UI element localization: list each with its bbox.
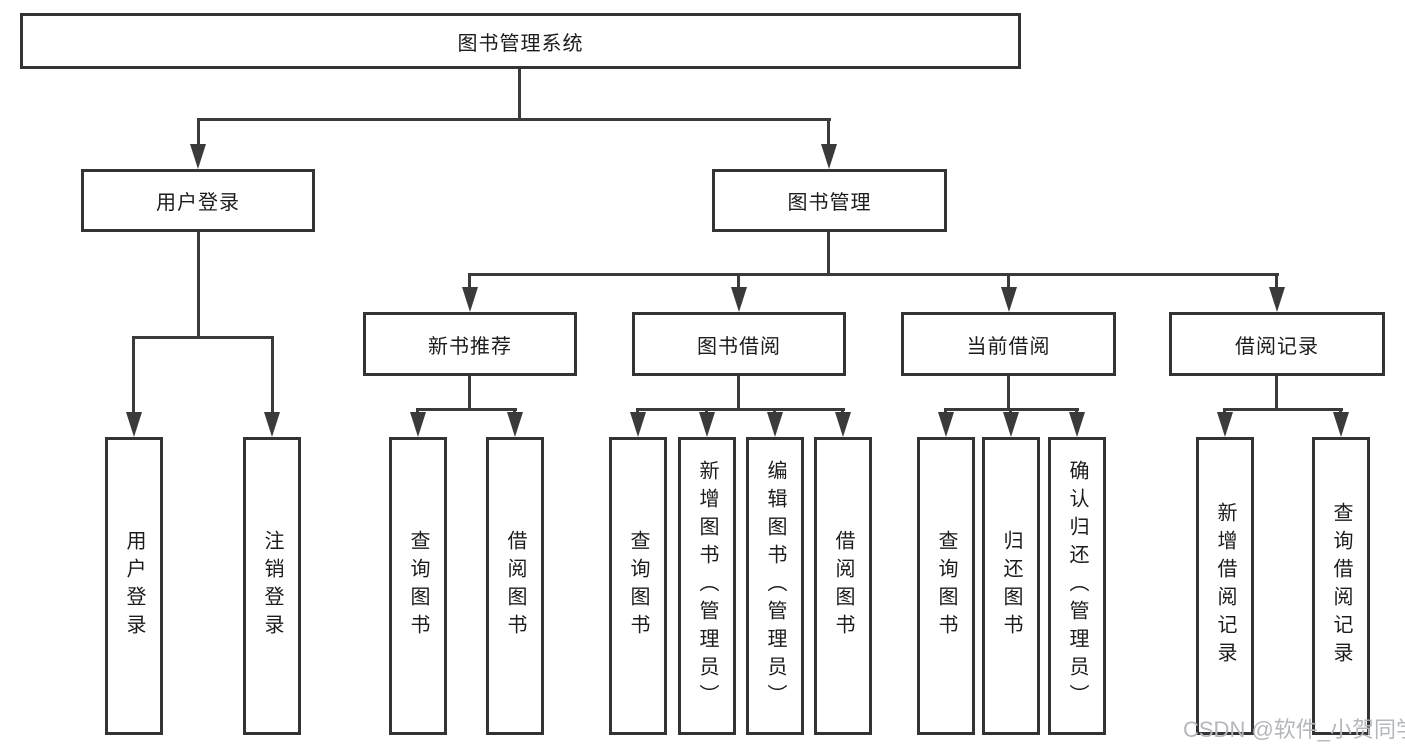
node-book-management-label: 图书管理: [787, 192, 872, 214]
leaf-logout-label: 注销登录: [261, 530, 283, 642]
connector-userlogin-stem: [197, 232, 200, 336]
node-root-label: 图书管理系统: [457, 32, 584, 55]
leaf-query-books-borrow: 查询图书: [609, 437, 667, 735]
down-arrowhead: [731, 287, 747, 312]
node-root: 图书管理系统: [20, 13, 1021, 69]
connector-borrow-rail: [636, 408, 845, 411]
leaf-borrow-books-newrec: 借阅图书: [486, 437, 544, 735]
connector-records-stem: [1275, 376, 1278, 411]
leaf-logout: 注销登录: [243, 437, 301, 735]
down-arrowhead: [190, 144, 206, 169]
down-arrowhead: [1333, 412, 1349, 437]
down-arrowhead: [938, 412, 954, 437]
leaf-borrow-books-newrec-label: 借阅图书: [504, 530, 526, 642]
leaf-return-book-label: 归还图书: [1000, 530, 1022, 642]
down-arrowhead: [462, 287, 478, 312]
node-borrow-records: 借阅记录: [1169, 312, 1385, 376]
connector-newrec-stem: [468, 376, 471, 411]
down-arrowhead: [410, 412, 426, 437]
connector-drop: [271, 336, 274, 413]
leaf-query-books-newrec-label: 查询图书: [407, 530, 429, 642]
leaf-query-borrow-record-label: 查询借阅记录: [1330, 502, 1352, 670]
connector-drop: [197, 118, 200, 146]
leaf-add-book-admin: 新增图书（管理员）: [678, 437, 736, 735]
node-new-book-recommend: 新书推荐: [363, 312, 577, 376]
connector-borrow-stem: [737, 376, 740, 411]
leaf-edit-book-admin: 编辑图书（管理员）: [746, 437, 804, 735]
node-current-borrow: 当前借阅: [901, 312, 1116, 376]
node-new-book-recommend-label: 新书推荐: [428, 335, 512, 358]
down-arrowhead: [264, 412, 280, 437]
node-current-borrow-label: 当前借阅: [966, 335, 1051, 358]
connector-bookmgmt-rail: [468, 273, 1279, 276]
csdn-watermark: CSDN @软件_小贺同学: [1183, 717, 1405, 742]
connector-bookmgmt-stem: [827, 232, 830, 276]
down-arrowhead: [821, 144, 837, 169]
down-arrowhead: [1001, 287, 1017, 312]
leaf-add-borrow-record: 新增借阅记录: [1196, 437, 1254, 735]
down-arrowhead: [507, 412, 523, 437]
down-arrowhead: [1003, 412, 1019, 437]
down-arrowhead: [1217, 412, 1233, 437]
down-arrowhead: [835, 412, 851, 437]
down-arrowhead: [126, 412, 142, 437]
connector-drop: [827, 118, 830, 146]
connector-userlogin-rail: [132, 336, 274, 339]
leaf-query-books-current-label: 查询图书: [935, 530, 957, 642]
leaf-confirm-return-admin: 确认归还（管理员）: [1048, 437, 1106, 735]
down-arrowhead: [767, 412, 783, 437]
leaf-return-book: 归还图书: [982, 437, 1040, 735]
down-arrowhead: [630, 412, 646, 437]
node-book-borrow-label: 图书借阅: [697, 335, 781, 358]
connector-records-rail: [1223, 408, 1343, 411]
connector-drop: [1275, 273, 1278, 290]
down-arrowhead: [1069, 412, 1085, 437]
connector-drop: [1007, 273, 1010, 290]
node-user-login-label: 用户登录: [156, 192, 240, 214]
down-arrowhead: [699, 412, 715, 437]
leaf-add-book-admin-label: 新增图书（管理员）: [696, 460, 718, 712]
leaf-add-borrow-record-label: 新增借阅记录: [1214, 502, 1236, 670]
connector-drop: [132, 336, 135, 413]
node-borrow-records-label: 借阅记录: [1235, 335, 1319, 358]
leaf-query-books-borrow-label: 查询图书: [627, 530, 649, 642]
connector-root-rail: [197, 118, 831, 121]
leaf-query-books-newrec: 查询图书: [389, 437, 447, 735]
leaf-borrow-books-borrow: 借阅图书: [814, 437, 872, 735]
connector-drop: [468, 273, 471, 290]
connector-current-stem: [1007, 376, 1010, 411]
leaf-confirm-return-admin-label: 确认归还（管理员）: [1066, 460, 1088, 712]
connector-drop: [737, 273, 740, 290]
leaf-user-login-label: 用户登录: [123, 530, 145, 642]
leaf-edit-book-admin-label: 编辑图书（管理员）: [764, 460, 786, 712]
leaf-user-login: 用户登录: [105, 437, 163, 735]
connector-newrec-rail: [416, 408, 517, 411]
leaf-query-borrow-record: 查询借阅记录: [1312, 437, 1370, 735]
connector-root-stem: [518, 69, 521, 118]
node-user-login: 用户登录: [81, 169, 315, 232]
node-book-management: 图书管理: [712, 169, 947, 232]
leaf-query-books-current: 查询图书: [917, 437, 975, 735]
node-book-borrow: 图书借阅: [632, 312, 846, 376]
leaf-borrow-books-borrow-label: 借阅图书: [832, 530, 854, 642]
down-arrowhead: [1269, 287, 1285, 312]
